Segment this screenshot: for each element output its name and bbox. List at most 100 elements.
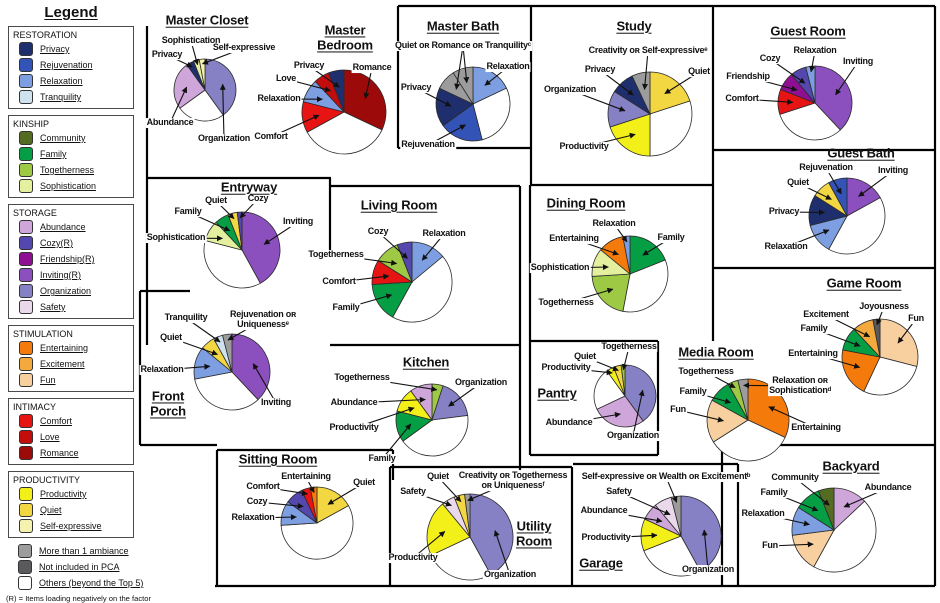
leader-line-pantry-productivity	[566, 368, 612, 373]
legend-item-label: Privacy	[40, 44, 70, 54]
pie-game-room	[842, 319, 918, 395]
pie-living-room	[372, 242, 452, 322]
pie-pantry	[594, 365, 656, 427]
pie-master-closet	[174, 59, 236, 121]
pie-master-bedroom	[302, 70, 386, 154]
legend-item-tranquility: Tranquility	[19, 90, 129, 104]
legend-item-cozy-r-: Cozy(R)	[19, 236, 129, 250]
leader-line-master-closet-privacy	[167, 55, 192, 67]
legend-item-label: Quiet	[40, 505, 62, 515]
legend-item-sophistication: Sophistication	[19, 179, 129, 193]
legend-item-productivity: Productivity	[19, 487, 129, 501]
legend-item-label: Safety	[40, 302, 66, 312]
pie-guest-bath	[809, 178, 885, 254]
legend-swatch-fun-icon	[19, 373, 33, 387]
legend-extra-more-than-1-ambiance: More than 1 ambiance	[18, 544, 136, 558]
leader-line-utility-room-creativity-togetherness-uniqueness-	[468, 481, 513, 501]
legend-item-label: Community	[40, 133, 86, 143]
legend-item-label: Togetherness	[40, 165, 94, 175]
legend-item-romance: Romance	[19, 446, 129, 460]
legend-swatch-productivity-icon	[19, 487, 33, 501]
legend-item-abundance: Abundance	[19, 220, 129, 234]
legend-swatch-relaxation-icon	[19, 74, 33, 88]
pie-entryway	[204, 212, 280, 288]
pie-slice-dining-room-togetherness	[592, 274, 630, 311]
legend-swatch-romance-icon	[19, 446, 33, 460]
legend-item-label: Comfort	[40, 416, 72, 426]
legend-item-love: Love	[19, 430, 129, 444]
legend-swatch-community-icon	[19, 131, 33, 145]
legend-swatch-others-icon	[18, 576, 32, 590]
legend-swatch-entertaining-icon	[19, 341, 33, 355]
legend-group-header: STORAGE	[13, 208, 129, 218]
legend-item-rejuvenation: Rejuvenation	[19, 58, 129, 72]
legend-swatch-privacy-icon	[19, 42, 33, 56]
legend-item-label: Abundance	[40, 222, 86, 232]
legend-item-community: Community	[19, 131, 129, 145]
legend-swatch-selfexpressive-icon	[19, 519, 33, 533]
legend-item-relaxation: Relaxation	[19, 74, 129, 88]
legend-swatch-excitement-icon	[19, 357, 33, 371]
legend-item-family: Family	[19, 147, 129, 161]
legend-item-privacy: Privacy	[19, 42, 129, 56]
legend-item-label: Relaxation	[40, 76, 83, 86]
legend-item-label: Family	[40, 149, 67, 159]
legend-swatch-love-icon	[19, 430, 33, 444]
legend-swatch-notpca-icon	[18, 560, 32, 574]
legend-swatch-tranquility-icon	[19, 90, 33, 104]
legend-item-excitement: Excitement	[19, 357, 129, 371]
legend-item-label: Excitement	[40, 359, 85, 369]
legend-item-label: Romance	[40, 448, 79, 458]
legend-swatch-friendship-icon	[19, 252, 33, 266]
legend-extra-not-included-in-pca: Not included in PCA	[18, 560, 136, 574]
leader-line-utility-room-quiet	[438, 477, 461, 502]
pie-backyard	[792, 488, 876, 572]
legend-footnote: (R) = Items loading negatively on the fa…	[6, 594, 136, 603]
legend-item-self-expressive: Self-expressive	[19, 519, 129, 533]
legend-swatch-comfort-icon	[19, 414, 33, 428]
legend-group-header: RESTORATION	[13, 30, 129, 40]
pie-charts-layer	[174, 59, 918, 580]
legend-group-header: INTIMACY	[13, 402, 129, 412]
legend-item-label: Tranquility	[40, 92, 81, 102]
legend-extra-label: Not included in PCA	[39, 562, 120, 572]
legend-swatch-rejuvenation-icon	[19, 58, 33, 72]
legend-item-label: Rejuvenation	[40, 60, 93, 70]
legend-item-entertaining: Entertaining	[19, 341, 129, 355]
legend-extra-others-beyond-the-top-5-: Others (beyond the Top 5)	[18, 576, 136, 590]
legend-swatch-multi-icon	[18, 544, 32, 558]
legend-item-label: Inviting(R)	[40, 270, 81, 280]
legend-item-friendship-r-: Friendship(R)	[19, 252, 129, 266]
pie-kitchen	[396, 384, 468, 456]
leader-line-media-room-relaxation-sophistication-	[744, 385, 800, 386]
leader-line-kitchen-togetherness	[362, 378, 437, 390]
legend-item-label: Entertaining	[40, 343, 88, 353]
legend-swatch-family-icon	[19, 147, 33, 161]
legend-item-label: Cozy(R)	[40, 238, 73, 248]
legend-item-fun: Fun	[19, 373, 129, 387]
legend-item-label: Love	[40, 432, 60, 442]
legend-item-label: Organization	[40, 286, 91, 296]
leader-line-pantry-quiet	[585, 357, 618, 371]
legend-swatch-cozy-icon	[19, 236, 33, 250]
legend-extra-label: Others (beyond the Top 5)	[39, 578, 143, 588]
legend-swatch-togetherness-icon	[19, 163, 33, 177]
pie-sitting-room	[281, 487, 353, 559]
legend-swatch-quiet-icon	[19, 503, 33, 517]
legend-swatch-organization-icon	[19, 284, 33, 298]
legend-item-comfort: Comfort	[19, 414, 129, 428]
legend-item-label: Fun	[40, 375, 56, 385]
legend-swatch-sophistication-icon	[19, 179, 33, 193]
legend-item-organization: Organization	[19, 284, 129, 298]
legend-item-quiet: Quiet	[19, 503, 129, 517]
pie-garage	[641, 496, 721, 576]
legend-item-safety: Safety	[19, 300, 129, 314]
